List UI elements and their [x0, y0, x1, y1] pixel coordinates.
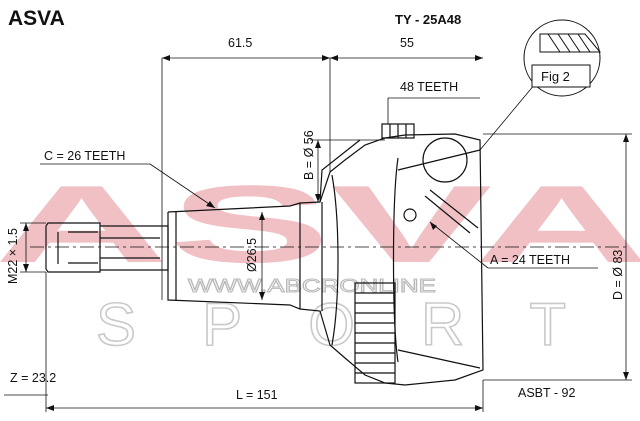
bell-inner: [331, 174, 339, 346]
teeth-48: 48 TEETH: [400, 80, 458, 94]
arrowheads: [23, 55, 629, 411]
dim-55: 55: [400, 36, 414, 50]
dim-m22: M22 × 1.5: [6, 228, 20, 284]
leader-a: [429, 221, 489, 269]
fig-label: Fig 2: [541, 69, 570, 84]
abs-ring: [354, 282, 396, 384]
brand-logo: ASVA: [8, 7, 65, 30]
fig-2-detail: [523, 19, 602, 97]
dimension-lines: [4, 57, 632, 412]
labels: ASVA TY - 25A48 Fig 2 61.5 55 48 TEETH C…: [6, 7, 625, 402]
watermark-asva: ASVA: [0, 163, 640, 286]
dim-z: Z = 23.2: [10, 371, 56, 385]
dim-b-56: B = Ø 56: [302, 130, 316, 180]
dim-d-83: D = Ø 83: [611, 250, 625, 300]
threaded-end: [45, 222, 101, 273]
dim-l: L = 151: [236, 388, 278, 402]
dim-a-teeth: A = 24 TEETH: [490, 253, 570, 267]
watermark-url: WWW.ABCRONLINE: [188, 276, 436, 296]
top-ring-teeth: [381, 123, 415, 139]
dim-61-5: 61.5: [228, 36, 252, 50]
part-outline: [45, 123, 484, 386]
catalog-code: ASBT - 92: [518, 386, 575, 400]
dim-26-5: Ø26.5: [245, 238, 259, 272]
dim-c-teeth: C = 26 TEETH: [44, 149, 125, 163]
part-number: TY - 25A48: [395, 12, 461, 27]
watermark-sport: SPORT: [96, 291, 566, 358]
leader-c: [149, 163, 216, 209]
main-shaft: [167, 133, 484, 386]
ball-cage-circle: [422, 137, 468, 183]
